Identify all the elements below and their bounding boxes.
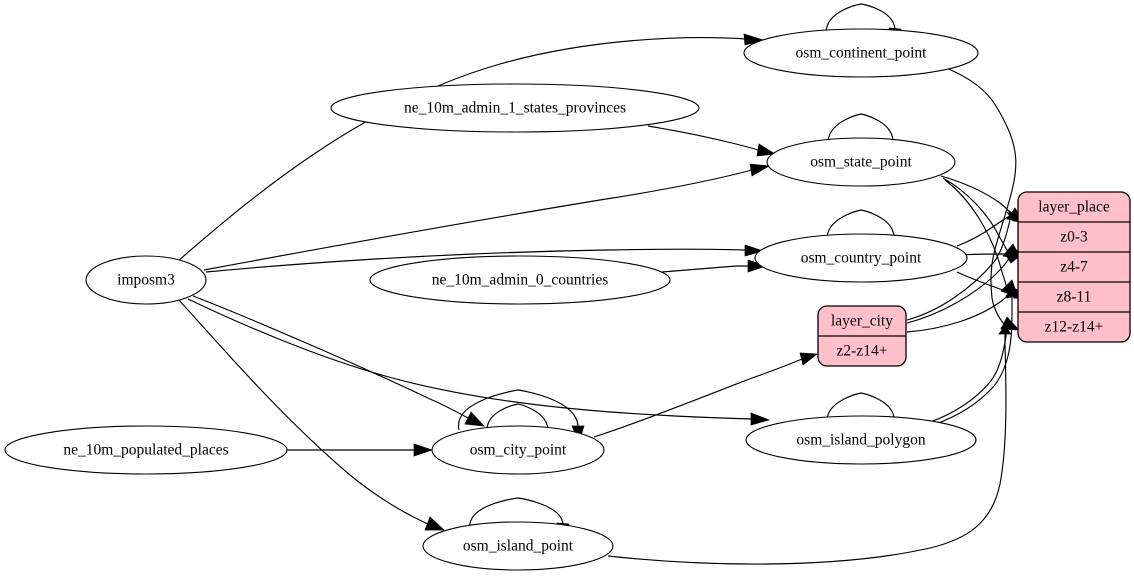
record-header-layer-city: layer_city bbox=[831, 313, 893, 330]
node-label-osm-country-point: osm_country_point bbox=[801, 250, 922, 267]
node-label-ne-admin0: ne_10m_admin_0_countries bbox=[432, 272, 609, 289]
node-osm-city-point[interactable]: osm_city_point bbox=[431, 425, 605, 475]
record-row-layer-place-z8-11[interactable]: z8-11 bbox=[1057, 289, 1092, 306]
node-label-ne-admin1: ne_10m_admin_1_states_provinces bbox=[404, 100, 626, 117]
edge-osm-island-polygon-to-layer-place-z12-z14 bbox=[929, 320, 1014, 423]
record-row-layer-city-z2-z14[interactable]: z2-z14+ bbox=[837, 343, 888, 360]
edge-osm-state-point-to-layer-place-z8-11 bbox=[944, 179, 1019, 298]
edge-imposm3-to-osm-city-point bbox=[192, 295, 485, 427]
edge-osm-city-point-to-layer-city bbox=[593, 352, 818, 438]
edge-imposm3-to-osm-state-point bbox=[203, 163, 771, 271]
record-row-layer-place-z4-7[interactable]: z4-7 bbox=[1060, 259, 1088, 276]
node-label-osm-island-point: osm_island_point bbox=[463, 538, 574, 555]
node-osm-continent-point[interactable]: osm_continent_point bbox=[743, 28, 979, 78]
edge-imposm3-to-osm-island-polygon bbox=[187, 298, 771, 426]
edge-osm-island-point-to-layer-place-z12-z14 bbox=[607, 325, 1012, 565]
record-row-layer-place-z0-3[interactable]: z0-3 bbox=[1060, 229, 1088, 246]
edge-osm-island-polygon-to-layer-place-z8-11 bbox=[932, 289, 1019, 426]
node-label-osm-city-point: osm_city_point bbox=[470, 442, 567, 459]
node-label-ne-populated: ne_10m_populated_places bbox=[63, 442, 228, 459]
record-node-layer-city[interactable]: layer_city z2-z14+ bbox=[817, 305, 907, 367]
node-osm-country-point[interactable]: osm_country_point bbox=[754, 233, 968, 283]
node-osm-island-point[interactable]: osm_island_point bbox=[422, 521, 614, 571]
edge-ne-admin1-to-osm-state-point bbox=[647, 125, 777, 157]
node-layer: imposm3 ne_10m_admin_1_states_provinces … bbox=[4, 28, 979, 571]
edge-imposm3-to-osm-island-point bbox=[177, 298, 445, 531]
node-label-osm-state-point: osm_state_point bbox=[810, 154, 912, 171]
record-layer: layer_place z0-3 z4-7 z8-11 z12-z14+ lay… bbox=[817, 191, 1131, 367]
edge-imposm3-to-osm-continent-point bbox=[177, 33, 765, 262]
node-ne-10m-admin-0-countries[interactable]: ne_10m_admin_0_countries bbox=[369, 255, 671, 305]
node-osm-island-polygon[interactable]: osm_island_polygon bbox=[745, 415, 977, 465]
edge-ne-admin0-to-osm-country-point bbox=[661, 259, 768, 273]
node-osm-state-point[interactable]: osm_state_point bbox=[766, 137, 956, 187]
node-ne-10m-admin-1-states-provinces[interactable]: ne_10m_admin_1_states_provinces bbox=[330, 83, 700, 133]
node-label-imposm3: imposm3 bbox=[117, 272, 175, 289]
node-label-osm-island-polygon: osm_island_polygon bbox=[796, 432, 925, 449]
record-row-layer-place-z12-z14[interactable]: z12-z14+ bbox=[1045, 319, 1104, 336]
edge-ne-populated-to-osm-city-point bbox=[287, 443, 434, 457]
record-node-layer-place[interactable]: layer_place z0-3 z4-7 z8-11 z12-z14+ bbox=[1017, 191, 1131, 343]
node-imposm3[interactable]: imposm3 bbox=[85, 255, 207, 305]
edge-imposm3-to-osm-country-point bbox=[205, 244, 765, 273]
record-header-layer-place: layer_place bbox=[1038, 199, 1110, 216]
node-label-osm-continent-point: osm_continent_point bbox=[796, 45, 928, 62]
node-ne-10m-populated-places[interactable]: ne_10m_populated_places bbox=[4, 425, 288, 475]
